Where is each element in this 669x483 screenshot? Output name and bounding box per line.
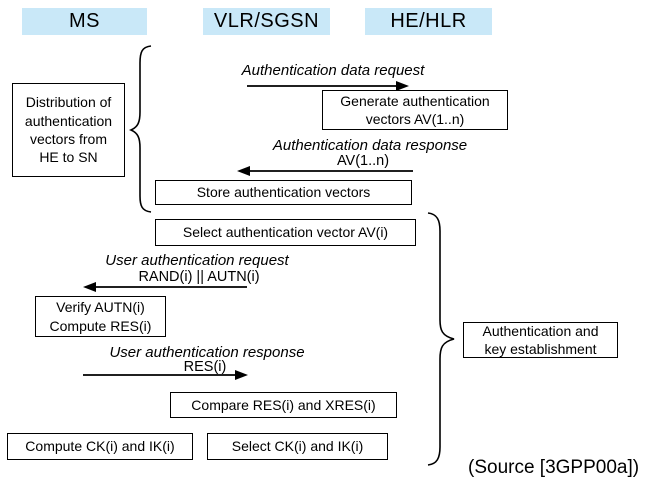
verify-line-2: Compute RES(i) [49, 317, 152, 334]
generate-vectors-box: Generate authentication vectors AV(1..n) [322, 90, 508, 130]
generate-line-2: vectors AV(1..n) [365, 111, 465, 127]
compare-res-label: Compare RES(i) and XRES(i) [191, 396, 376, 413]
actor-ms: MS [22, 8, 147, 35]
compute-ck-ik-box: Compute CK(i) and IK(i) [7, 433, 193, 460]
verify-line-1: Verify AUTN(i) [56, 299, 145, 316]
distribution-line-4: HE to SN [39, 149, 98, 166]
distribution-line-3: vectors from [29, 131, 107, 147]
store-vectors-box: Store authentication vectors [155, 180, 412, 205]
distribution-phase-box: Distribution of authentication vectors f… [12, 83, 125, 177]
distribution-line-2: authentication [24, 112, 113, 129]
compute-ck-ik-label: Compute CK(i) and IK(i) [25, 438, 175, 455]
left-brace [128, 45, 152, 213]
right-brace [427, 212, 455, 466]
select-ck-ik-box: Select CK(i) and IK(i) [207, 433, 388, 460]
auth-data-request-label: Authentication data request [241, 62, 425, 79]
generate-line-1: Generate authentication [340, 92, 490, 109]
auth-key-line-2: key establishment [484, 341, 597, 357]
select-vector-label: Select authentication vector AV(i) [182, 224, 389, 241]
actor-ms-label: MS [69, 10, 100, 32]
select-vector-box: Select authentication vector AV(i) [155, 219, 416, 246]
actor-vlr-sgsn: VLR/SGSN [203, 8, 330, 35]
auth-key-line-1: Authentication and [482, 322, 599, 339]
user-auth-response-param: RES(i) [183, 359, 227, 375]
auth-key-establishment-box: Authentication and key establishment [463, 322, 618, 358]
actor-he-hlr: HE/HLR [365, 8, 492, 35]
select-ck-ik-label: Select CK(i) and IK(i) [231, 438, 364, 455]
user-auth-response-label: User authentication response [109, 344, 305, 361]
distribution-line-1: Distribution of [25, 94, 112, 111]
actor-vlr-sgsn-label: VLR/SGSN [213, 10, 320, 32]
auth-data-response-param: AV(1..n) [336, 153, 390, 169]
auth-data-response-label: Authentication data response [272, 137, 468, 154]
verify-autn-box: Verify AUTN(i) Compute RES(i) [35, 296, 166, 337]
source-citation: (Source [3GPP00a]) [468, 457, 640, 478]
store-vectors-label: Store authentication vectors [196, 184, 371, 201]
actor-he-hlr-label: HE/HLR [390, 10, 467, 32]
user-auth-request-param: RAND(i) || AUTN(i) [138, 269, 260, 285]
user-auth-request-label: User authentication request [105, 252, 289, 269]
compare-res-box: Compare RES(i) and XRES(i) [170, 392, 397, 418]
